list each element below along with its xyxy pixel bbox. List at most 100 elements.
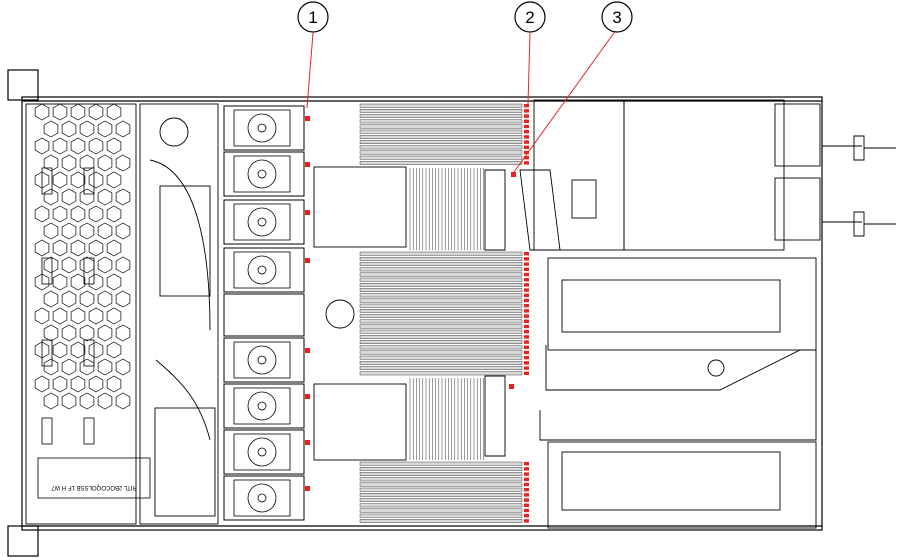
dimm-led [524,257,529,261]
fan-housing [223,247,305,293]
honeycomb-cell [115,120,131,138]
dimm-slot [359,251,523,256]
dimm-led [524,366,529,370]
center-screw [325,299,355,329]
dimm-led [524,314,529,318]
dimm-slot [359,513,523,518]
callout-3-number: 3 [612,8,621,27]
dimm-slot [359,103,523,108]
honeycomb-cell [106,171,122,189]
honeycomb-cell [115,256,131,274]
honeycomb-cell [61,256,77,274]
dimm-led [524,477,529,481]
dimm-led [524,161,529,165]
drive-bay-frame [25,103,137,525]
honeycomb-cell [43,120,59,138]
honeycomb-cell [106,137,122,155]
cpu2-led [509,384,514,389]
honeycomb-cell [61,154,77,172]
dimm-led [524,278,529,282]
dimm-led [524,283,529,287]
fan-module [223,199,305,245]
honeycomb-cell [70,307,86,325]
midplane-round-port [159,117,189,147]
fan-hub [257,169,267,179]
cpu1-led [511,172,516,177]
honeycomb-cell [97,324,113,342]
dimm-led [524,330,529,334]
honeycomb-cell [88,341,104,359]
dimm-slot [359,335,523,339]
psu2-module [774,177,821,241]
dimm-led [524,267,529,271]
dimm-slot [359,140,523,144]
honeycomb-cell [43,324,59,342]
callout-3: 3 [601,1,633,33]
honeycomb-cell [88,273,104,291]
fan-led [305,440,310,445]
honeycomb-vent [34,103,131,410]
dimm-slot [359,114,523,118]
honeycomb-cell [61,324,77,342]
fan-module [223,429,305,475]
honeycomb-cell [43,154,59,172]
honeycomb-cell [88,239,104,257]
dimm-slot [359,324,523,329]
dimm-slot [359,461,523,466]
honeycomb-cell [88,205,104,223]
honeycomb-cell [115,358,131,376]
honeycomb-cell [43,358,59,376]
honeycomb-cell [79,256,95,274]
dimm-slot [359,519,523,523]
dimm-led [524,135,529,139]
fan-frame [233,203,291,241]
honeycomb-cell [106,205,122,223]
honeycomb-cell [61,120,77,138]
dimm-led [524,104,529,108]
fan-module [223,105,305,151]
fan-rotor [247,437,277,467]
dimm-slot [359,155,523,160]
honeycomb-cell [52,239,68,257]
fan-frame [233,341,291,379]
callout-2-number: 2 [525,8,534,27]
honeycomb-cell [79,188,95,206]
cpu-area [313,166,506,461]
midplane-frame [139,103,219,525]
fan-rotor [247,345,277,375]
dimm-slot [359,355,523,360]
midplane-area [139,103,219,525]
honeycomb-cell [79,222,95,240]
dimm-slot [359,340,523,344]
fan-frame [233,479,291,517]
honeycomb-cell [115,392,131,410]
rotated-label: RITL 2BOCOQOLSSB 1F H W7 [51,484,137,490]
honeycomb-cell [106,375,122,393]
dimm-slot [359,277,523,282]
fan-rotor [247,207,277,237]
drive-latch [41,167,53,195]
heatsink-tab-upper [484,169,506,251]
psu1-module [774,103,821,167]
dimm-led [524,356,529,360]
dimm-slot [359,161,523,165]
honeycomb-cell [52,205,68,223]
callout-leaders [306,29,617,173]
fan-led [305,486,310,491]
honeycomb-cell [97,290,113,308]
dimm-slot [359,314,523,318]
dimm-slot [359,267,523,272]
fan-housing [223,337,305,383]
honeycomb-cell [79,358,95,376]
drive-latch [41,339,53,367]
dimm-led [524,335,529,339]
dimm-slot [359,472,523,476]
honeycomb-cell [97,154,113,172]
honeycomb-cell [43,392,59,410]
dimm-slot [359,283,523,287]
dimm-led [524,145,529,149]
cable-path-2 [155,359,211,441]
dimm-slot [359,361,523,365]
